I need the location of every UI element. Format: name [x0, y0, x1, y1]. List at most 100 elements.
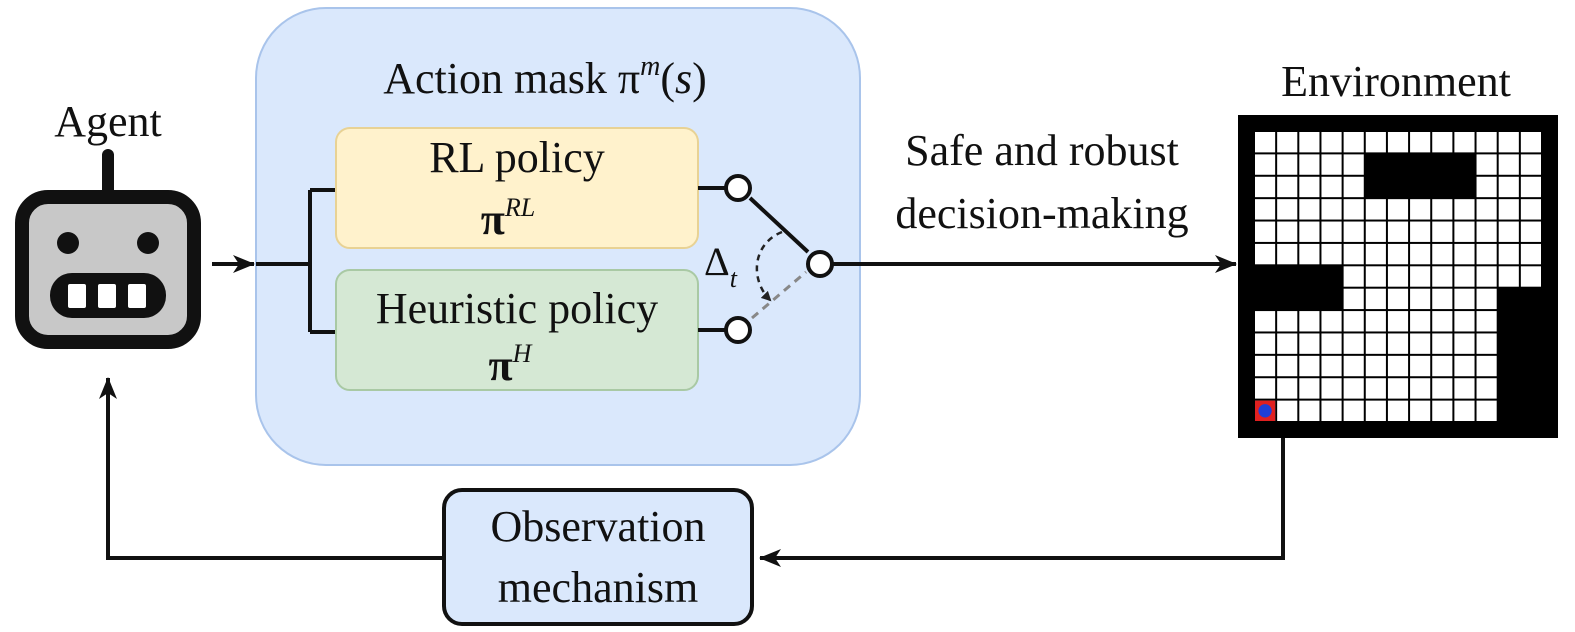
grid-cell — [1299, 243, 1320, 265]
grid-cell — [1498, 154, 1519, 175]
grid-cell — [1476, 288, 1497, 310]
grid-cell — [1343, 288, 1364, 310]
grid-cell — [1410, 243, 1431, 265]
grid-cell — [1343, 378, 1364, 399]
grid-cell — [1255, 221, 1276, 242]
action-mask-title: Action mask πm(s) — [383, 51, 707, 103]
observation-mechanism-box — [442, 488, 754, 626]
grid-cell — [1498, 266, 1519, 287]
environment-grid — [1238, 115, 1558, 438]
grid-cell — [1476, 221, 1497, 242]
grid-cell — [1410, 266, 1431, 287]
grid-cell — [1498, 199, 1519, 220]
grid-cell — [1410, 199, 1431, 220]
observation-to-agent-arrow — [99, 377, 444, 560]
grid-cell — [1410, 378, 1431, 399]
grid-cell — [1476, 266, 1497, 287]
grid-cell — [1343, 355, 1364, 377]
grid-cell — [1387, 288, 1409, 310]
grid-cell — [1255, 176, 1276, 198]
grid-cell — [1410, 311, 1431, 332]
grid-cell — [1454, 355, 1475, 377]
environment-to-observation-arrow — [759, 438, 1285, 567]
grid-cell — [1321, 355, 1342, 377]
grid-cell — [1432, 288, 1453, 310]
grid-cell — [1299, 400, 1320, 421]
grid-cell — [1476, 333, 1497, 354]
grid-cell — [1343, 243, 1364, 265]
grid-cell — [1277, 243, 1298, 265]
grid-cell — [1365, 132, 1386, 153]
policy-switch — [698, 174, 834, 344]
grid-cell — [1410, 333, 1431, 354]
environment-label: Environment — [1281, 57, 1511, 106]
grid-cell — [1343, 154, 1364, 175]
grid-cell — [1299, 221, 1320, 242]
grid-cell — [1277, 154, 1298, 175]
grid-cell — [1410, 355, 1431, 377]
grid-cell — [1454, 266, 1475, 287]
grid-cell — [1387, 221, 1409, 242]
grid-cell — [1365, 199, 1386, 220]
grid-cell — [1432, 311, 1453, 332]
grid-cell — [1498, 221, 1519, 242]
grid-cell — [1365, 243, 1386, 265]
observation-label-line2: mechanism — [498, 563, 698, 612]
grid-cell — [1299, 154, 1320, 175]
grid-cell — [1321, 132, 1342, 153]
grid-cell — [1255, 199, 1276, 220]
grid-cell — [1520, 154, 1541, 175]
grid-cell — [1520, 221, 1541, 242]
grid-cell — [1321, 378, 1342, 399]
heuristic-policy-symbol: πH — [489, 339, 533, 390]
grid-cell — [1321, 333, 1342, 354]
grid-cell — [1387, 333, 1409, 354]
grid-cell — [1299, 378, 1320, 399]
grid-cell — [1520, 132, 1541, 153]
grid-cell — [1476, 355, 1497, 377]
grid-cell — [1321, 221, 1342, 242]
grid-cell — [1410, 221, 1431, 242]
grid-cell — [1520, 266, 1541, 287]
grid-cell — [1277, 221, 1298, 242]
grid-cell — [1498, 132, 1519, 153]
grid-cell — [1387, 243, 1409, 265]
grid-cell — [1299, 199, 1320, 220]
grid-cell — [1454, 199, 1475, 220]
grid-cell — [1321, 311, 1342, 332]
grid-cell — [1321, 199, 1342, 220]
observation-label-line1: Observation — [490, 502, 705, 551]
grid-cell — [1299, 311, 1320, 332]
heuristic-policy-label: Heuristic policy — [376, 284, 658, 333]
grid-cell — [1343, 311, 1364, 332]
grid-cell — [1365, 221, 1386, 242]
grid-cell — [1255, 355, 1276, 377]
grid-cell — [1343, 266, 1364, 287]
grid-cell — [1454, 311, 1475, 332]
grid-cell — [1365, 311, 1386, 332]
grid-cell — [1454, 400, 1475, 421]
grid-cell — [1299, 132, 1320, 153]
grid-cell — [1454, 132, 1475, 153]
grid-cell — [1255, 311, 1276, 332]
grid-cell — [1277, 199, 1298, 220]
grid-cell — [1255, 243, 1276, 265]
grid-cell — [1520, 243, 1541, 265]
grid-cell — [1476, 378, 1497, 399]
grid-cell — [1277, 311, 1298, 332]
grid-cell — [1432, 266, 1453, 287]
grid-cell — [1476, 311, 1497, 332]
grid-cell — [1365, 288, 1386, 310]
grid-cell — [1365, 378, 1386, 399]
grid-cell — [1321, 243, 1342, 265]
grid-cell — [1520, 176, 1541, 198]
grid-cell — [1365, 333, 1386, 354]
switch-delta-label: Δt — [704, 239, 738, 293]
grid-cell — [1321, 154, 1342, 175]
grid-cell — [1343, 221, 1364, 242]
grid-cell — [1255, 154, 1276, 175]
grid-cell — [1387, 132, 1409, 153]
grid-cell — [1432, 378, 1453, 399]
output-label-line2: decision-making — [895, 189, 1188, 238]
grid-cell — [1343, 400, 1364, 421]
